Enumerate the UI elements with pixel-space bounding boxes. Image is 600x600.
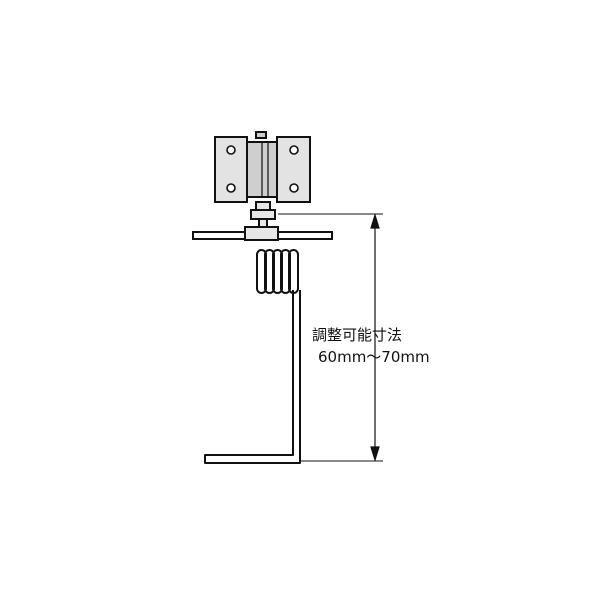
screw-hole-icon <box>226 145 236 155</box>
screw-hole-icon <box>289 183 299 193</box>
mounting-block-top-nub <box>255 131 267 139</box>
plate-hub <box>244 226 279 241</box>
arrow-down-icon <box>370 446 380 463</box>
dimension-label-range: 60mm～70mm <box>318 348 430 366</box>
shaft-collar <box>250 209 276 220</box>
arrow-up-icon <box>370 212 380 229</box>
dimension-label-title: 調整可能寸法 <box>312 326 402 344</box>
shaft-coupling <box>250 201 276 228</box>
l-arm <box>204 290 301 464</box>
screw-holes <box>226 145 299 193</box>
dimension-arrow <box>370 212 380 463</box>
screw-hole-icon <box>226 183 236 193</box>
screw-hole-icon <box>289 145 299 155</box>
coil-spring <box>256 249 299 294</box>
horizontal-plate <box>192 226 333 241</box>
shaft-stem <box>258 218 268 228</box>
dimension-extension-lines <box>278 213 383 462</box>
